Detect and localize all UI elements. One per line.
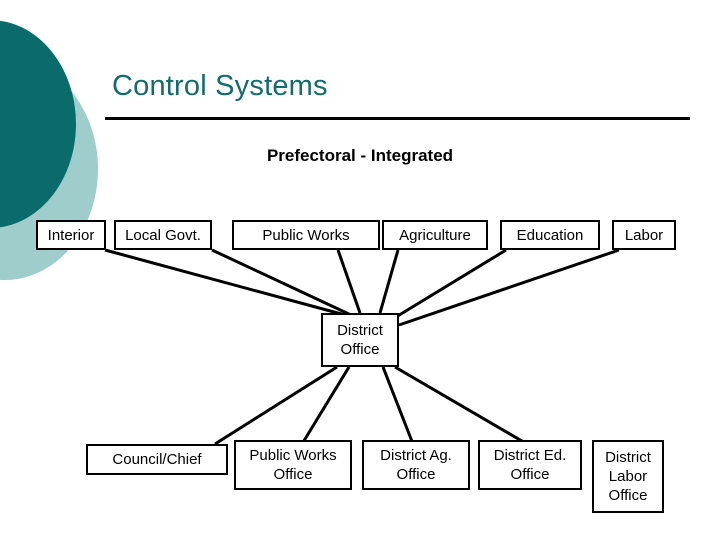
node-district-office[interactable]: District Office: [321, 313, 399, 367]
link-hub-to-district-ed-office: [394, 365, 528, 446]
link-hub-to-public-works-office: [300, 366, 351, 445]
node-local-govt[interactable]: Local Govt.: [114, 220, 212, 250]
page-title: Control Systems: [112, 70, 328, 102]
link-hub-to-district-ag-office: [381, 366, 415, 445]
title-underline-rule: [105, 117, 690, 120]
node-district-ed-office[interactable]: District Ed. Office: [478, 440, 582, 490]
link-labor-to-hub: [398, 248, 620, 327]
node-labor[interactable]: Labor: [612, 220, 676, 250]
node-education[interactable]: Education: [500, 220, 600, 250]
node-interior[interactable]: Interior: [36, 220, 106, 250]
node-agriculture[interactable]: Agriculture: [382, 220, 488, 250]
node-council-chief[interactable]: Council/Chief: [86, 444, 228, 475]
link-education-to-hub: [395, 248, 507, 319]
node-district-ag-office[interactable]: District Ag. Office: [362, 440, 470, 490]
link-hub-to-council-chief: [214, 365, 338, 446]
node-public-works[interactable]: Public Works: [232, 220, 380, 250]
slide-subtitle: Prefectoral - Integrated: [266, 146, 454, 165]
link-public-works-to-hub: [336, 249, 362, 314]
link-interior-to-hub: [104, 248, 346, 317]
node-district-labor-office[interactable]: District Labor Office: [592, 440, 664, 513]
node-public-works-office[interactable]: Public Works Office: [234, 440, 352, 490]
link-agriculture-to-hub: [378, 249, 400, 314]
link-local-govt-to-hub: [211, 248, 352, 317]
